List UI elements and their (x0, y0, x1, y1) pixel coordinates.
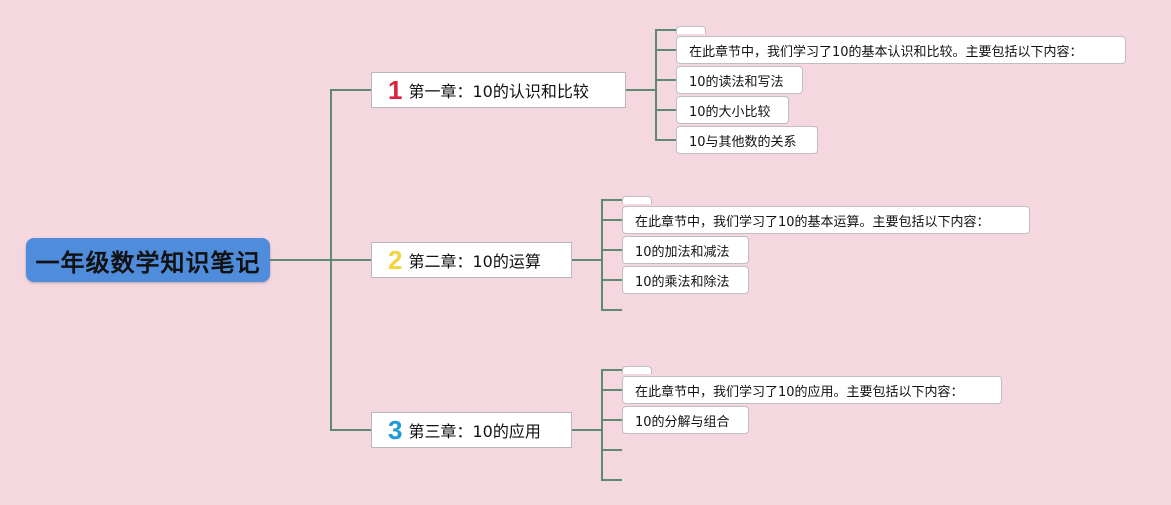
chapter-node-2[interactable]: 2 第二章：10的运算 (371, 242, 572, 278)
root-node[interactable]: 一年级数学知识笔记 (26, 238, 270, 282)
collapsed-topic-stub[interactable] (622, 366, 652, 374)
ch3-item-1[interactable]: 在此章节中，我们学习了10的应用。主要包括以下内容： (622, 376, 1002, 404)
ch2-item-2[interactable]: 10的加法和减法 (622, 236, 749, 264)
chapter-title-2: 第二章：10的运算 (408, 252, 541, 271)
ch1-item-4-text: 10与其他数的关系 (689, 134, 797, 150)
ch1-item-1-text: 在此章节中，我们学习了10的基本认识和比较。主要包括以下内容： (689, 44, 1083, 60)
chapter-number-1: 1 (388, 75, 403, 105)
ch1-item-3-text: 10的大小比较 (689, 104, 771, 120)
chapter-title-1: 第一章：10的认识和比较 (408, 82, 589, 101)
collapsed-topic-stub[interactable] (676, 26, 706, 34)
ch2-item-1[interactable]: 在此章节中，我们学习了10的基本运算。主要包括以下内容： (622, 206, 1030, 234)
chapter-node-3[interactable]: 3 第三章：10的应用 (371, 412, 572, 448)
root-label: 一年级数学知识笔记 (35, 248, 261, 277)
ch2-item-3-text: 10的乘法和除法 (635, 274, 730, 290)
chapter-number-3: 3 (388, 415, 403, 445)
ch3-item-1-text: 在此章节中，我们学习了10的应用。主要包括以下内容： (635, 384, 964, 400)
collapsed-topic-stub[interactable] (622, 196, 652, 204)
ch2-item-2-text: 10的加法和减法 (635, 244, 730, 260)
chapter-node-1[interactable]: 1 第一章：10的认识和比较 (371, 72, 626, 108)
ch1-item-2-text: 10的读法和写法 (689, 74, 784, 90)
connector-ch1-branch (655, 29, 676, 141)
ch1-item-1[interactable]: 在此章节中，我们学习了10的基本认识和比较。主要包括以下内容： (676, 36, 1126, 64)
ch2-item-1-text: 在此章节中，我们学习了10的基本运算。主要包括以下内容： (635, 214, 990, 230)
ch3-item-2[interactable]: 10的分解与组合 (622, 406, 749, 434)
ch1-item-3[interactable]: 10的大小比较 (676, 96, 789, 124)
ch3-item-2-text: 10的分解与组合 (635, 414, 730, 430)
chapter-number-2: 2 (388, 245, 403, 275)
chapter-title-3: 第三章：10的应用 (408, 422, 541, 441)
ch1-item-4[interactable]: 10与其他数的关系 (676, 126, 818, 154)
ch2-item-3[interactable]: 10的乘法和除法 (622, 266, 749, 294)
connector-ch3-branch (601, 369, 622, 481)
ch1-item-2[interactable]: 10的读法和写法 (676, 66, 803, 94)
connector-ch2-branch (601, 199, 622, 311)
